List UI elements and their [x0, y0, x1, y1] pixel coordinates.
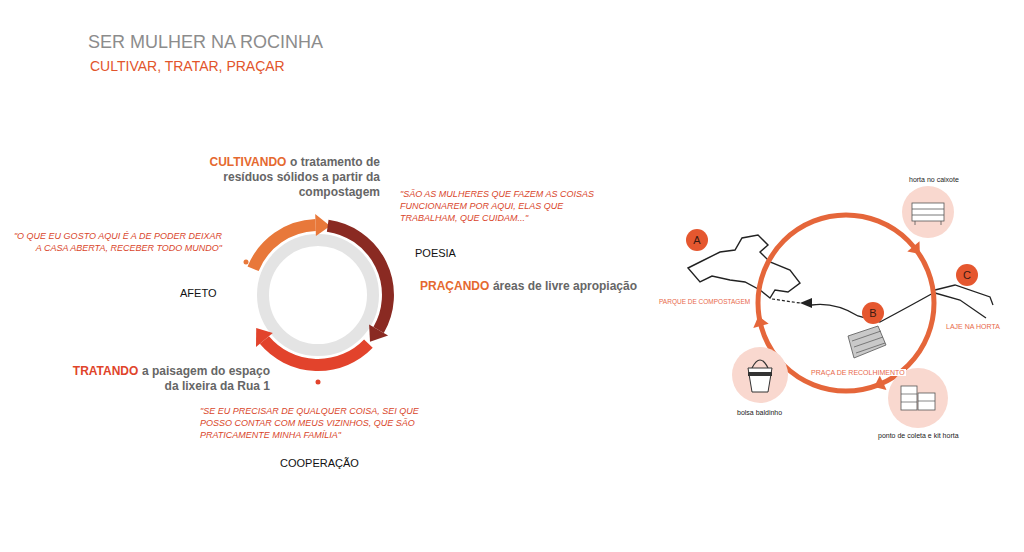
action-text: áreas de livre apropiação — [493, 279, 637, 293]
marker-letter: B — [862, 307, 884, 320]
icon-caption: horta no caixote — [909, 176, 959, 183]
icon-caption: ponto de coleta e kit horta — [878, 432, 959, 439]
place-label: PARQUE DE COMPOSTAGEM — [658, 298, 751, 305]
marker-fill — [862, 302, 884, 324]
theme-word: COOPERAÇÃO — [280, 457, 359, 469]
quote: "SE EU PRECISAR DE QUALQUER COISA, SEI Q… — [200, 405, 440, 441]
text-group: CULTIVANDOo tratamento de resíduos sólid… — [166, 155, 380, 200]
theme-word: POESIA — [415, 247, 456, 259]
subtitle: CULTIVAR, TRATAR, PRAÇAR — [90, 58, 285, 74]
marker-fill — [686, 229, 708, 251]
text-group: TRATANDOa paisagem do espaço da lixeira … — [68, 364, 270, 394]
action-keyword: PRAÇANDO — [420, 279, 489, 293]
diagram-title: SER MULHER NA ROCINHA — [88, 32, 323, 53]
place-label: PRAÇA DE RECOLHIMENTO — [810, 369, 906, 376]
quote: "O QUE EU GOSTO AQUI É A DE PODER DEIXAR… — [10, 230, 222, 254]
location-marker: C — [956, 264, 978, 286]
theme-word: AFETO — [180, 287, 216, 299]
marker-fill — [956, 264, 978, 286]
action-text: a paisagem do espaço da lixeira da Rua 1 — [142, 364, 270, 393]
location-marker: B — [862, 302, 884, 324]
action-keyword: CULTIVANDO — [210, 155, 287, 169]
marker-letter: C — [956, 269, 978, 282]
quote: "SÃO AS MULHERES QUE FAZEM AS COISAS FUN… — [400, 188, 605, 224]
text-group: PRAÇANDO áreas de livre apropiação — [420, 279, 637, 294]
location-marker: A — [686, 229, 708, 251]
marker-letter: A — [686, 234, 708, 247]
place-label: LAJE NA HORTA — [946, 323, 1000, 330]
action-keyword: TRATANDO — [73, 364, 139, 378]
icon-caption: bolsa baldinho — [737, 409, 782, 416]
